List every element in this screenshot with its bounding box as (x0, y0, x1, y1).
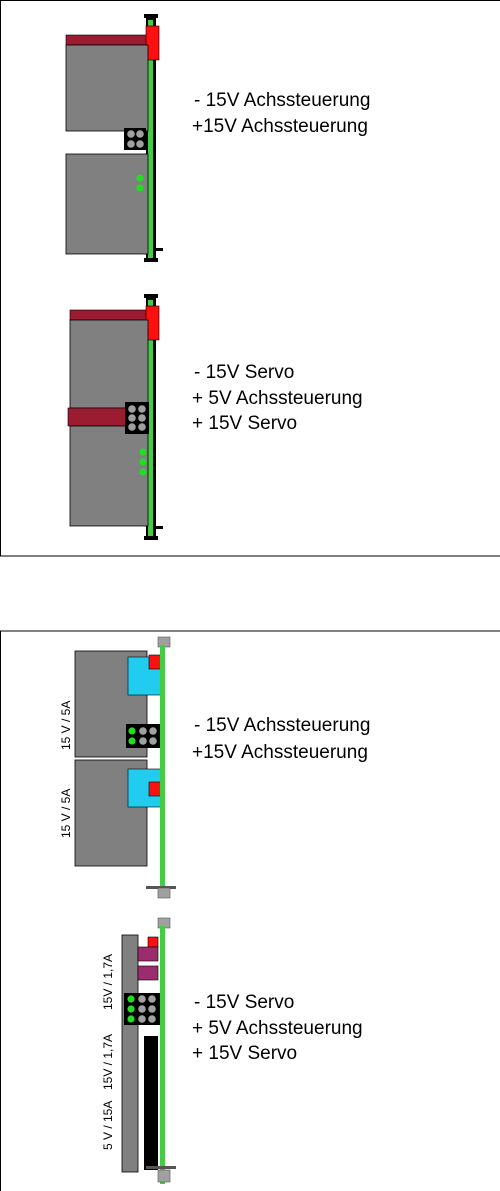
output-connector (124, 128, 146, 150)
top-label-minus15-axis: - 15V Achssteuerung (194, 90, 370, 111)
connector-pin (149, 727, 157, 735)
bottom-label-minus15-axis: - 15V Achssteuerung (194, 715, 370, 736)
green-board (160, 926, 165, 1184)
red-fuse (148, 937, 158, 947)
bottom-rating-b: 15V / 1,7A (101, 1034, 115, 1090)
bottom-rating-lower: 15 V / 5A (59, 789, 73, 838)
purple-terminal (138, 947, 158, 961)
connector-pin (128, 405, 136, 413)
connector-pin (138, 1005, 146, 1013)
board-tab (153, 526, 163, 529)
power-module-lower (66, 154, 148, 254)
red-fuse (149, 782, 161, 796)
bottom-label-minus15-servo: - 15V Servo (194, 992, 294, 1013)
connector-pin (139, 737, 147, 745)
board-clip-bottom (144, 258, 158, 262)
power-module-slim (122, 935, 138, 1172)
board-tab (153, 248, 163, 251)
top-panel: - 15V Achssteuerung +15V Achssteuerung (0, 0, 500, 556)
status-led (139, 448, 146, 455)
status-led (136, 174, 143, 181)
board-clip-top (144, 14, 158, 18)
status-led (127, 1015, 134, 1022)
connector-pin (138, 405, 146, 413)
top-label-plus5-axis: + 5V Achssteuerung (192, 388, 363, 409)
board-clip-bottom (158, 1170, 170, 1182)
power-module-lower (70, 426, 148, 526)
bottom-module-2 (122, 918, 176, 1184)
board-rail (146, 1166, 176, 1169)
connector-pin (136, 140, 144, 148)
board-clip-top (144, 294, 158, 298)
connector-pin (148, 995, 156, 1003)
connector-pin (136, 130, 144, 138)
bottom-rating-c: 5 V / 15A (101, 1101, 115, 1150)
connector-pin (127, 130, 135, 138)
top-module-2 (68, 294, 163, 540)
heatsink-cap (66, 35, 148, 45)
top-label-minus15-servo: - 15V Servo (194, 362, 294, 383)
status-led (127, 995, 134, 1002)
heatsink-cap (70, 310, 148, 320)
connector-pin (149, 737, 157, 745)
connector-pin (138, 414, 146, 422)
power-module-upper (70, 320, 148, 408)
bottom-rating-upper: 15 V / 5A (59, 701, 73, 750)
heatsink-strip (68, 408, 126, 426)
top-label-plus15-servo: + 15V Servo (192, 413, 297, 434)
connector-pin (139, 727, 147, 735)
connector-pin (148, 1015, 156, 1023)
bottom-module-1 (75, 637, 176, 898)
green-board (160, 645, 165, 895)
status-led (127, 1005, 134, 1012)
connector-pin (128, 423, 136, 431)
connector-pin (138, 1015, 146, 1023)
purple-terminal (138, 966, 158, 980)
bottom-label-plus5-axis: + 5V Achssteuerung (192, 1018, 363, 1039)
status-led (128, 737, 135, 744)
bottom-panel: 15 V / 5A 15 V / 5A - 15V Achssteuerung … (0, 631, 500, 1191)
red-fuse (149, 655, 161, 669)
status-led (139, 468, 146, 475)
top-module-1 (66, 14, 163, 262)
power-module-upper (66, 45, 148, 131)
bottom-rating-a: 15V / 1,7A (101, 954, 115, 1010)
status-led (136, 184, 143, 191)
connector-pin (138, 995, 146, 1003)
bottom-label-plus15-axis: +15V Achssteuerung (192, 742, 368, 763)
bottom-label-plus15-servo: + 15V Servo (192, 1043, 297, 1064)
connector-pin (128, 414, 136, 422)
status-led (128, 727, 135, 734)
connector-pin (127, 140, 135, 148)
connector-pin (148, 1005, 156, 1013)
status-led (139, 458, 146, 465)
top-label-plus15-axis: +15V Achssteuerung (192, 116, 368, 137)
board-clip-bottom (158, 888, 170, 898)
black-heatsink (144, 1036, 158, 1170)
board-clip-bottom (144, 536, 158, 540)
connector-pin (138, 423, 146, 431)
